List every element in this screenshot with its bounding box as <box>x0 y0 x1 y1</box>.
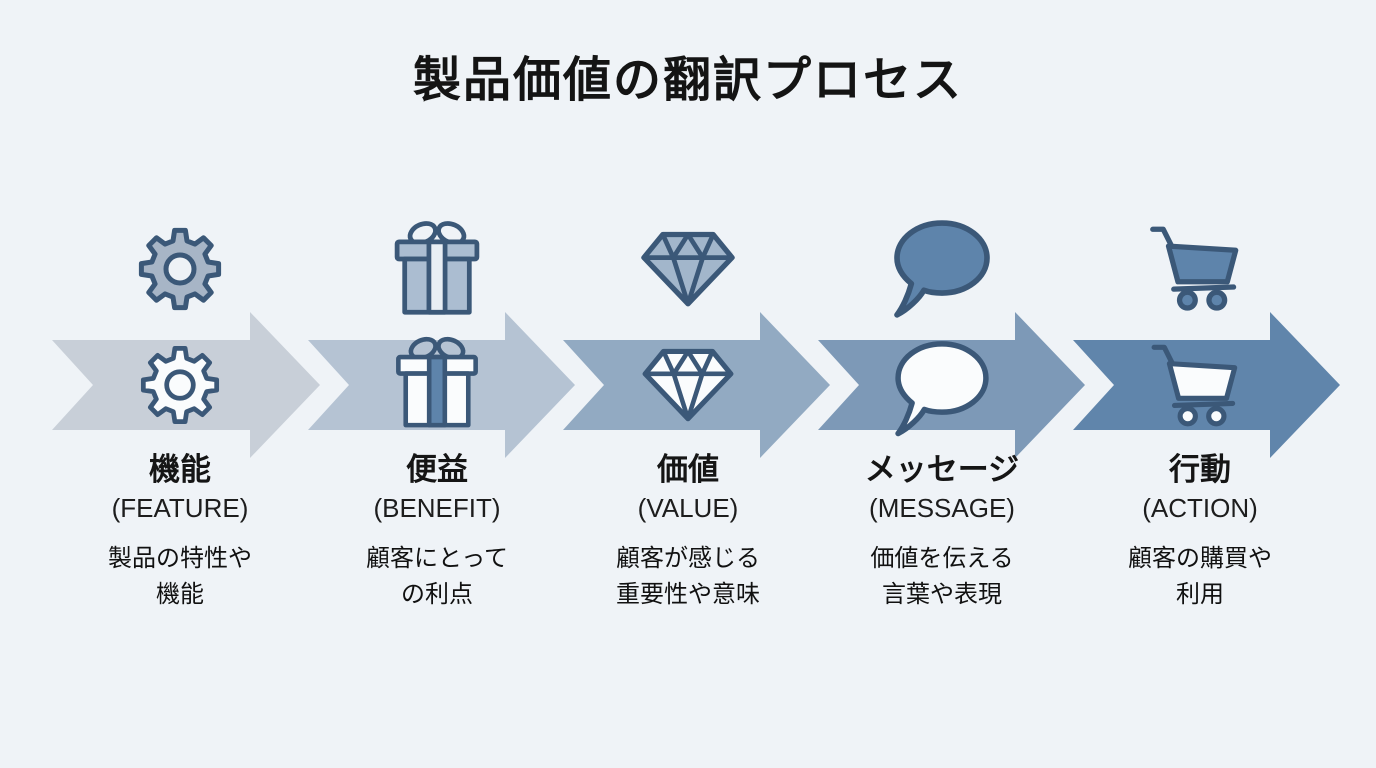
bubble-shape <box>895 341 989 437</box>
cart-chassis <box>1171 284 1237 292</box>
stage-name: 価値 <box>657 452 719 487</box>
diamond-crown-facets <box>661 349 715 377</box>
cart-basket <box>1166 361 1238 401</box>
gift-ribbon <box>426 239 448 315</box>
cart-handle <box>1151 344 1177 369</box>
diamond-icon <box>642 348 734 422</box>
stage-subtitle: (VALUE) <box>637 492 739 523</box>
gear-hub <box>163 252 197 286</box>
stage-description: 顧客が感じる 重要性や意味 <box>616 544 760 608</box>
stage-subtitle: (MESSAGE) <box>869 492 1015 523</box>
stage-description: 顧客にとって の利点 <box>365 544 509 608</box>
diamond-pavilion-facets <box>670 255 706 307</box>
stage-description: 顧客の購買や 利用 <box>1128 544 1272 608</box>
stage-column-action: 行動 (ACTION) 顧客の購買や 利用 <box>1060 452 1340 613</box>
stage-name: メッセージ <box>864 452 1020 487</box>
shopping-cart-icon <box>1150 226 1239 311</box>
stage-column-benefit: 便益 (BENEFIT) 顧客にとって の利点 <box>297 452 577 613</box>
cart-wheel-right <box>1206 405 1227 427</box>
stage-column-value: 価値 (VALUE) 顧客が感じる 重要性や意味 <box>548 452 828 613</box>
gear-icon <box>138 227 222 311</box>
cart-wheel-left <box>1176 289 1198 311</box>
cart-basket <box>1165 243 1239 285</box>
gear-icon <box>140 345 220 425</box>
cart-wheel-right <box>1206 289 1228 311</box>
diamond-outline <box>642 348 734 422</box>
gift-ribbon <box>426 354 448 428</box>
diamond-crown-facets <box>660 232 716 260</box>
stage-name: 行動 <box>1169 452 1231 487</box>
diagram-title: 製品価値の翻訳プロセス <box>412 54 963 107</box>
stage-subtitle: (BENEFIT) <box>373 492 501 523</box>
cart-chassis <box>1171 400 1236 409</box>
diamond-pavilion-facets <box>671 371 705 422</box>
speech-bubble-icon <box>894 220 990 318</box>
stage-description: 製品の特性や 機能 <box>108 544 252 608</box>
stage-column-message: メッセージ (MESSAGE) 価値を伝える 言葉や表現 <box>802 452 1082 613</box>
gear-hub <box>164 369 196 401</box>
stage-name: 便益 <box>406 452 468 487</box>
gift-icon <box>396 336 478 428</box>
cart-wheel-left <box>1177 405 1198 427</box>
gift-icon <box>394 221 480 315</box>
shopping-cart-icon <box>1151 344 1238 427</box>
stage-column-feature: 機能 (FEATURE) 製品の特性や 機能 <box>40 452 320 613</box>
bubble-shape <box>894 220 990 318</box>
diamond-outline <box>641 231 735 307</box>
stage-subtitle: (FEATURE) <box>111 492 249 523</box>
cart-handle <box>1150 226 1176 251</box>
diamond-icon <box>641 231 735 307</box>
stage-subtitle: (ACTION) <box>1142 492 1258 523</box>
stage-name: 機能 <box>149 452 211 487</box>
speech-bubble-icon <box>895 341 989 437</box>
stage-description: 価値を伝える 言葉や表現 <box>870 544 1014 608</box>
